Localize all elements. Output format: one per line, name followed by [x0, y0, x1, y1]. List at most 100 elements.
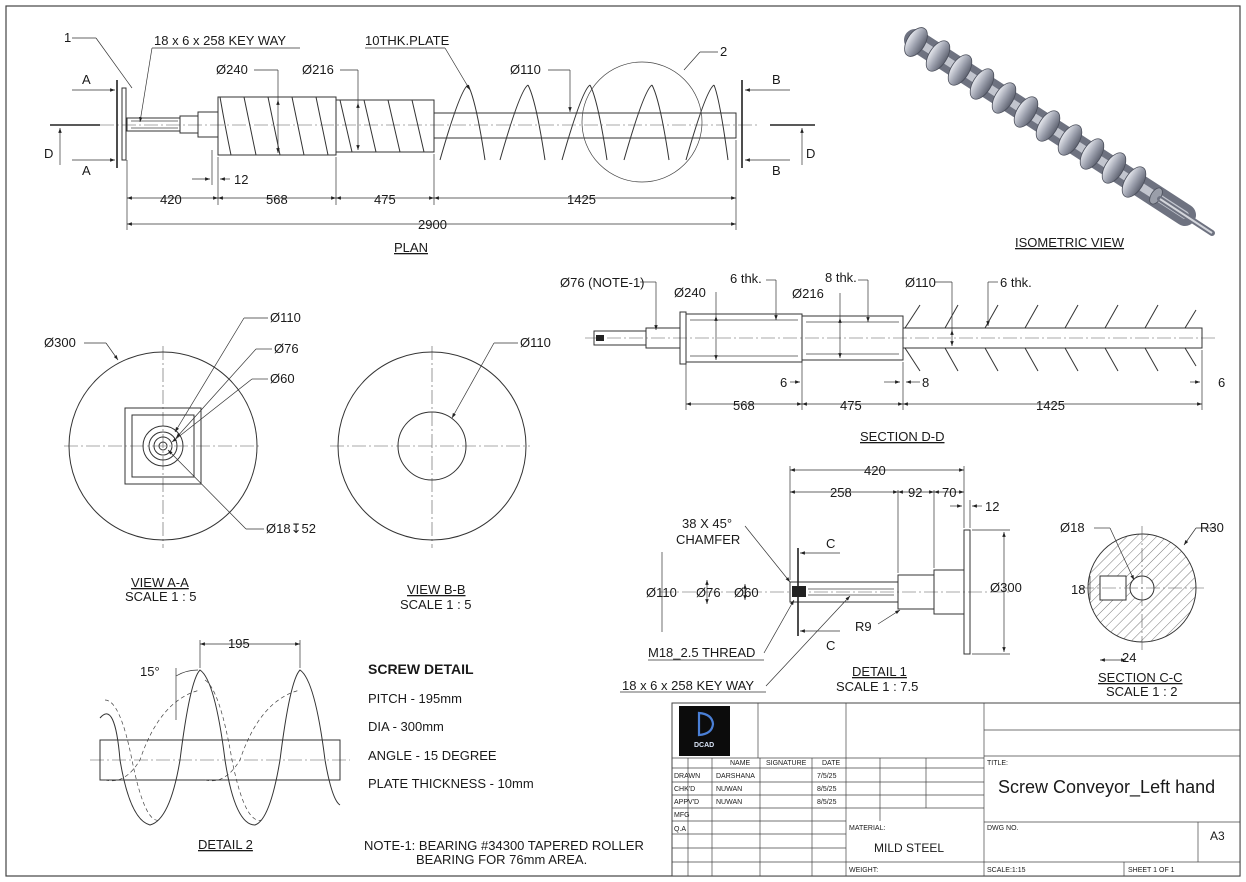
aa-hole: Ø18↧52 [266, 521, 316, 536]
dd-dim-8: 8 [922, 375, 929, 390]
tb-role-mfg: MFG [674, 812, 690, 819]
section-dd: Ø76 (NOTE-1) Ø240 6 thk. 8 thk. Ø216 Ø11… [560, 270, 1225, 444]
aa-dia-76: Ø76 [274, 341, 299, 356]
d1-dim-12: 12 [985, 499, 999, 514]
d1-title: DETAIL 1 [852, 664, 907, 679]
cc-dia-18: Ø18 [1060, 520, 1085, 535]
tb-date-drawn: 7/5/25 [817, 773, 837, 780]
plan-dia-240: Ø240 [216, 62, 248, 77]
dd-dia-110: Ø110 [905, 275, 936, 290]
screw-pitch: PITCH - 195mm [368, 691, 462, 706]
cc-r30: R30 [1200, 520, 1224, 535]
tb-scale: SCALE:1:15 [987, 867, 1026, 874]
detail-2: 195 15° DETAIL 2 [90, 636, 350, 852]
plan-dim-12: 12 [234, 172, 248, 187]
d1-dia-60: Ø60 [734, 585, 759, 600]
d1-section-c-bottom: C [826, 638, 835, 653]
plan-section-d-right: D [806, 146, 815, 161]
screw-detail-heading: SCREW DETAIL [368, 661, 474, 677]
bb-dia-110: Ø110 [520, 335, 551, 350]
tb-name-chkd: NUWAN [716, 786, 742, 793]
d1-dia-300: Ø300 [990, 580, 1022, 595]
plan-dia-110: Ø110 [510, 62, 541, 77]
tb-col-date: DATE [822, 760, 840, 767]
dd-dim-6a: 6 [780, 375, 787, 390]
tb-material-label: MATERIAL: [849, 825, 885, 832]
aa-scale: SCALE 1 : 5 [125, 589, 197, 604]
plan-dim-1425: 1425 [567, 192, 596, 207]
tb-name-drawn: DARSHANA [716, 773, 755, 780]
bb-title: VIEW B-B [407, 582, 466, 597]
dd-dim-568: 568 [733, 398, 755, 413]
tb-role-chkd: CHK'D [674, 786, 695, 793]
dd-note1-label: Ø76 (NOTE-1) [560, 275, 645, 290]
dd-thk-8: 8 thk. [825, 270, 857, 285]
logo-text: DCAD [694, 742, 714, 749]
isometric-view: ISOMETRIC VIEW [904, 27, 1215, 250]
tb-date-chkd: 8/5/25 [817, 786, 837, 793]
balloon-2: 2 [720, 44, 727, 59]
plan-section-b-top: B [772, 72, 781, 87]
plan-section-a-bottom: A [82, 163, 91, 178]
dd-thk-6b: 6 thk. [1000, 275, 1032, 290]
d1-dim-420: 420 [864, 463, 886, 478]
aa-title: VIEW A-A [131, 575, 189, 590]
isometric-title: ISOMETRIC VIEW [1015, 235, 1125, 250]
d2-angle: 15° [140, 664, 160, 679]
plan-section-d-left: D [44, 146, 53, 161]
d2-title: DETAIL 2 [198, 837, 253, 852]
sheet-border [5, 5, 1241, 877]
aa-dia-110: Ø110 [270, 310, 301, 325]
tb-material: MILD STEEL [874, 841, 944, 855]
aa-dia-300: Ø300 [44, 335, 76, 350]
d1-chamfer-line2: CHAMFER [676, 532, 740, 547]
tb-sheet: SHEET 1 OF 1 [1128, 867, 1175, 874]
plan-dim-420: 420 [160, 192, 182, 207]
d1-keyway: 18 x 6 x 258 KEY WAY [622, 678, 754, 693]
detail-1: 420 258 92 70 12 38 X 45° CHAMFER C C Ø1… [620, 463, 1022, 694]
dd-thk-6a: 6 thk. [730, 271, 762, 286]
tb-weight-label: WEIGHT: [849, 867, 878, 874]
section-cc: Ø18 R30 18 24 SECTION C-C SCALE 1 : 2 [1060, 520, 1224, 699]
view-aa: Ø300 Ø110 Ø76 Ø60 Ø18↧52 VIEW A-A SCALE … [44, 310, 316, 604]
tb-role-drawn: DRAWN [674, 773, 700, 780]
screw-detail: SCREW DETAIL PITCH - 195mm DIA - 300mm A… [368, 661, 534, 791]
view-bb: Ø110 VIEW B-B SCALE 1 : 5 [330, 335, 551, 612]
d1-thread: M18_2.5 THREAD [648, 645, 755, 660]
plan-dim-568: 568 [266, 192, 288, 207]
screw-dia: DIA - 300mm [368, 719, 444, 734]
aa-dia-60: Ø60 [270, 371, 295, 386]
note-line1: NOTE-1: BEARING #34300 TAPERED ROLLER [364, 838, 644, 853]
plan-plate-label: 10THK.PLATE [365, 33, 450, 48]
tb-title-label: TITLE: [987, 760, 1008, 767]
plan-view: 1 2 18 x 6 x 258 KEY WAY 10THK.PLATE Ø24… [44, 30, 815, 255]
bb-scale: SCALE 1 : 5 [400, 597, 472, 612]
tb-title: Screw Conveyor_Left hand [998, 777, 1215, 798]
tb-role-qa: Q.A [674, 826, 686, 833]
plan-section-a-top: A [82, 72, 91, 87]
tb-role-appvd: APPV'D [674, 799, 699, 806]
logo-mark-icon [697, 711, 715, 737]
tb-size: A3 [1210, 829, 1225, 843]
cc-title: SECTION C-C [1098, 670, 1183, 685]
tb-date-appvd: 8/5/25 [817, 799, 837, 806]
balloon-1: 1 [64, 30, 71, 45]
dd-dim-1425: 1425 [1036, 398, 1065, 413]
d1-section-c-top: C [826, 536, 835, 551]
d1-dia-76: Ø76 [696, 585, 721, 600]
d1-r9: R9 [855, 619, 872, 634]
cc-scale: SCALE 1 : 2 [1106, 684, 1178, 699]
tb-name-appvd: NUWAN [716, 799, 742, 806]
plan-keyway-label: 18 x 6 x 258 KEY WAY [154, 33, 286, 48]
d1-dia-110: Ø110 [646, 585, 677, 600]
tb-dwg-label: DWG NO. [987, 825, 1019, 832]
dd-dia-240: Ø240 [674, 285, 706, 300]
d1-scale: SCALE 1 : 7.5 [836, 679, 918, 694]
tb-col-name: NAME [730, 760, 751, 767]
dd-title: SECTION D-D [860, 429, 945, 444]
d2-dim-195: 195 [228, 636, 250, 651]
d1-dim-258: 258 [830, 485, 852, 500]
plan-dim-475: 475 [374, 192, 396, 207]
d1-chamfer-line1: 38 X 45° [682, 516, 732, 531]
